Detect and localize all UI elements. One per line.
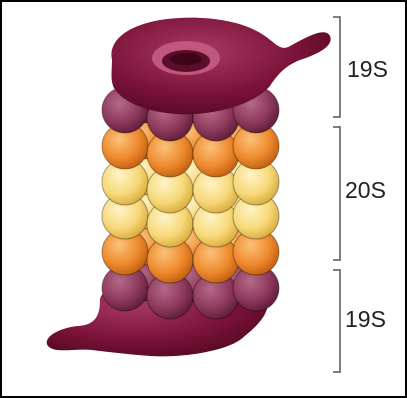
bottom-19s-bracket [333,270,340,372]
20s-label: 20S [345,177,386,203]
brackets [333,17,340,372]
top-19s-bracket [333,17,340,117]
20s-bracket [333,127,340,260]
top-cap-channel [170,53,202,65]
top-cap-body [111,18,330,115]
top-19s-label: 19S [347,56,388,82]
top-19s-cap [111,18,330,115]
core-particle-rings [102,81,279,319]
bottom-19s-label: 19S [345,306,386,332]
